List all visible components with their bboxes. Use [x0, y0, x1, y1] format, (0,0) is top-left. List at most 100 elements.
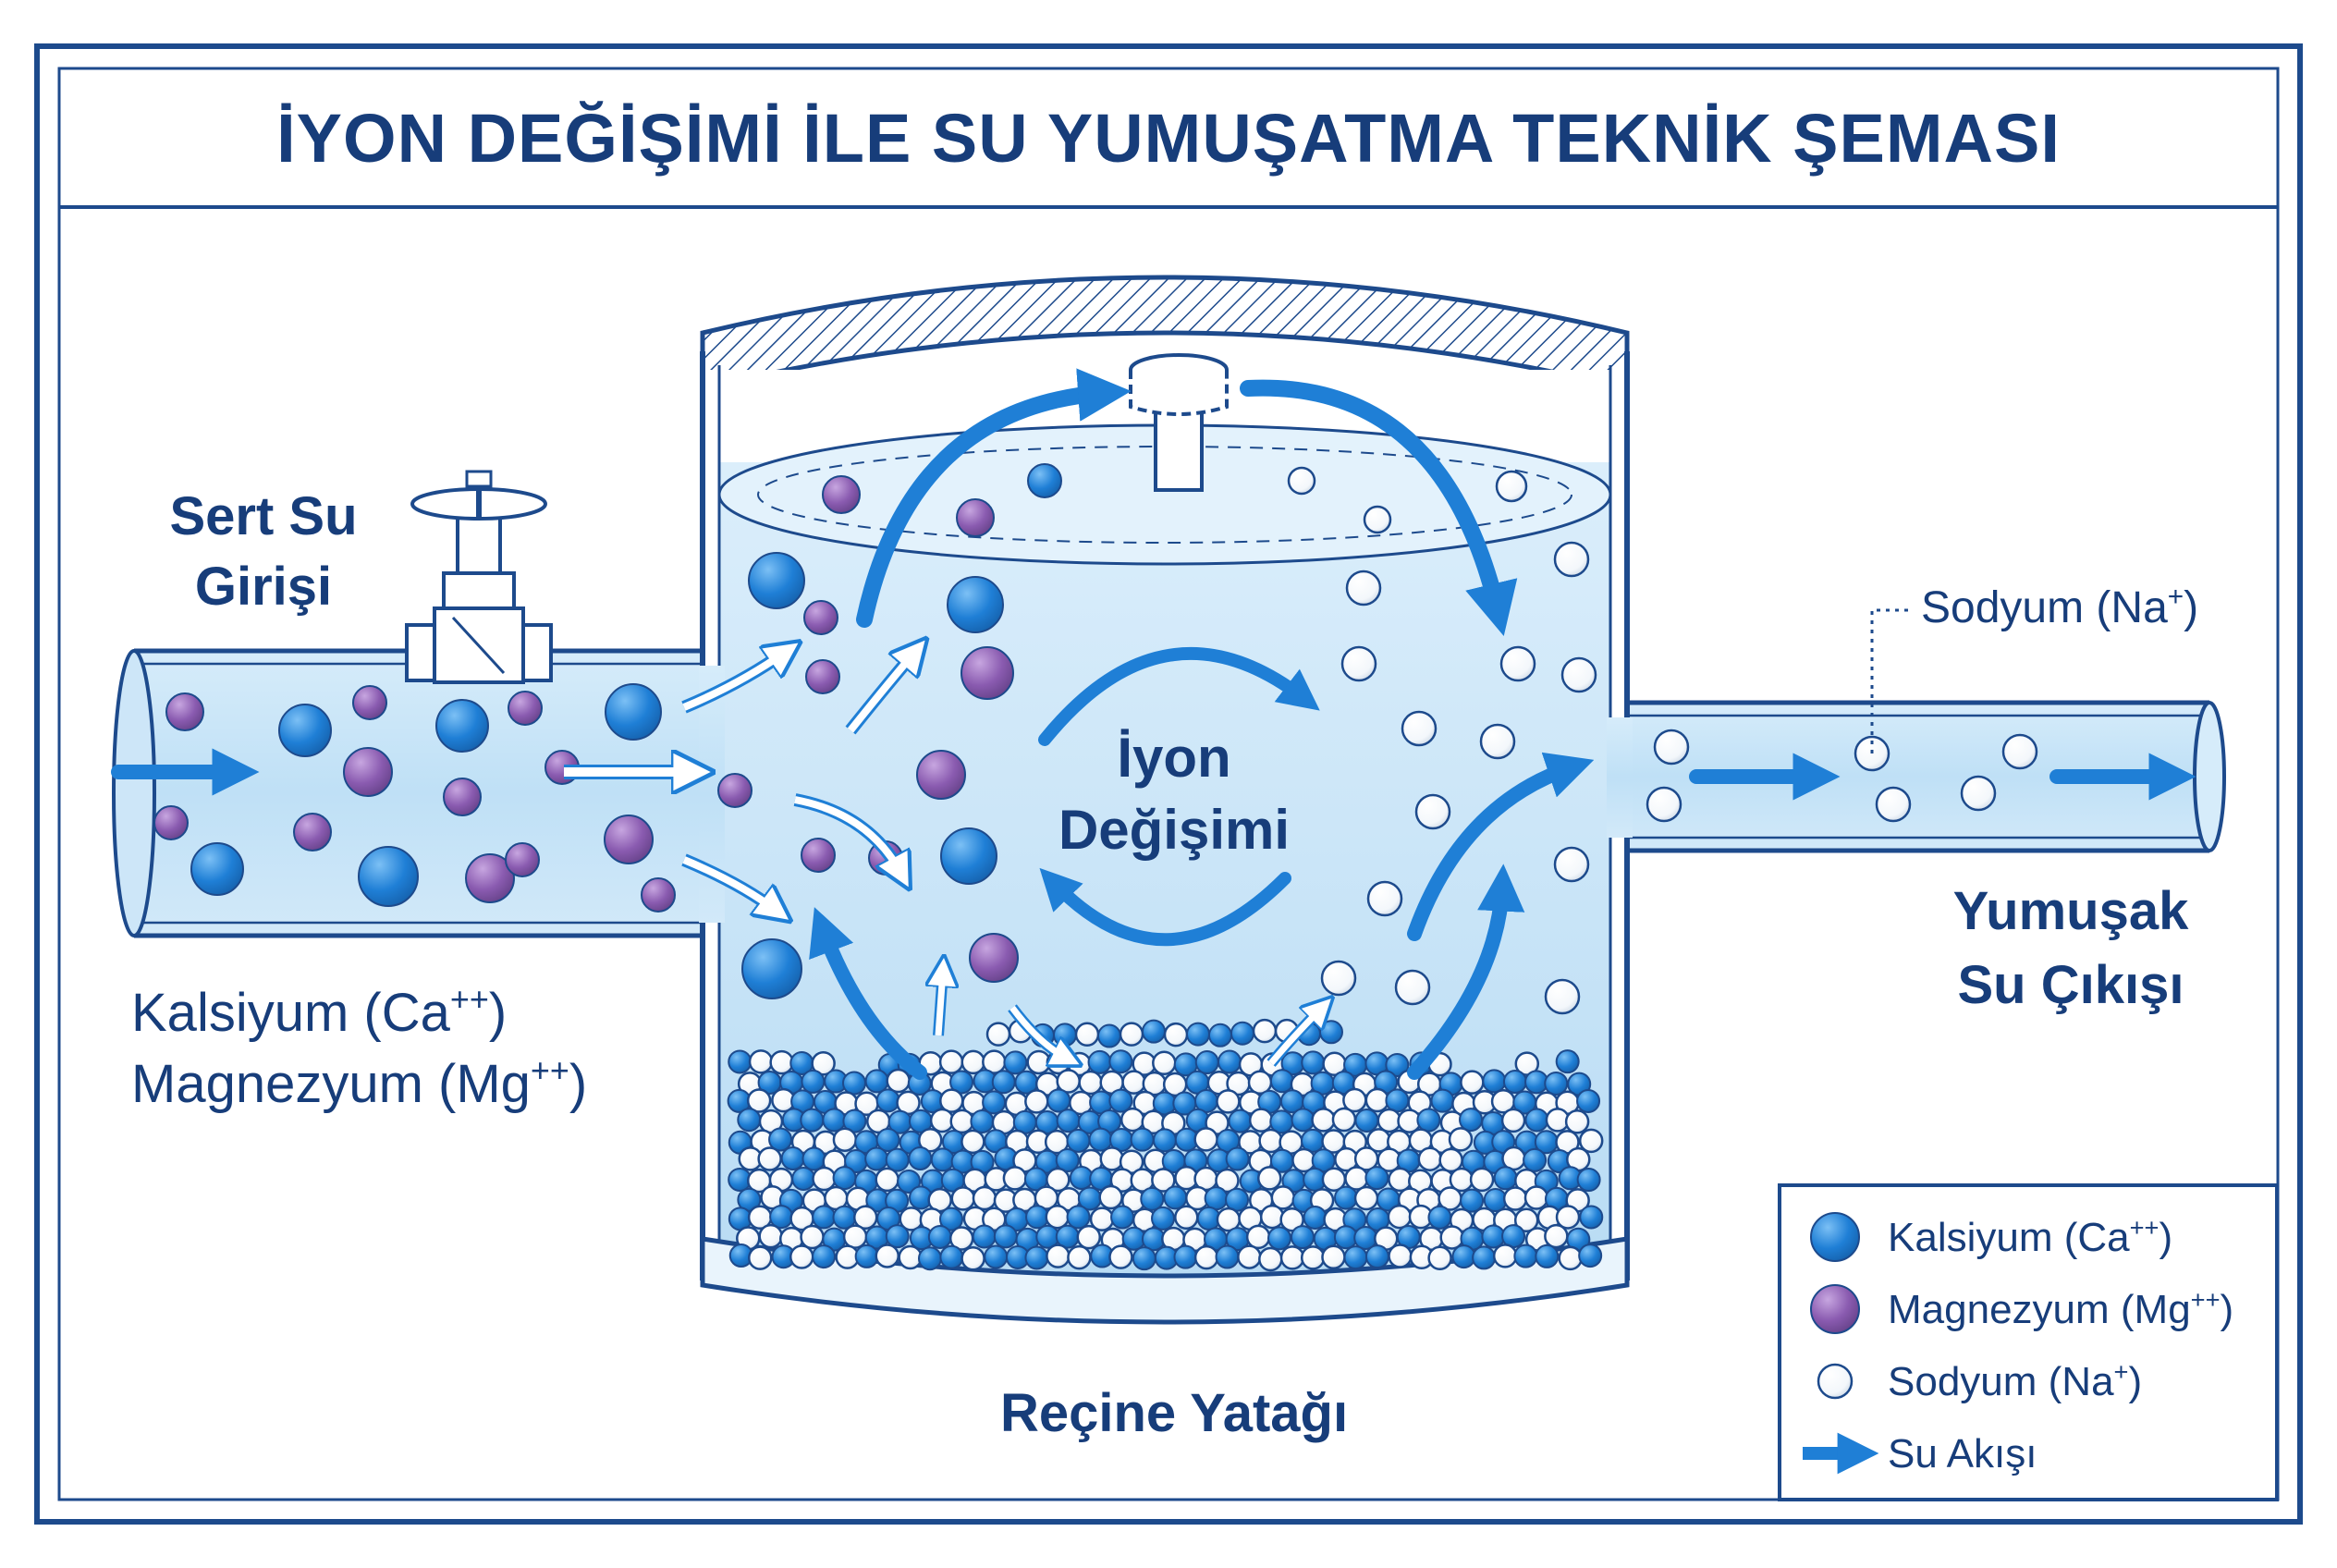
sodium-ion	[938, 1049, 964, 1074]
sodium-ion	[1076, 1224, 1102, 1250]
sodium-ion	[1544, 978, 1581, 1015]
sodium-ion	[1500, 1108, 1526, 1133]
calcium-ion	[1194, 1050, 1219, 1075]
sodium-ion	[1544, 1223, 1569, 1249]
sodium-ion	[1099, 1146, 1125, 1171]
sodium-ion	[1237, 1244, 1262, 1269]
calcium-ion	[1204, 1186, 1229, 1211]
sodium-ion-icon	[1817, 1363, 1854, 1400]
calcium-ion	[812, 1205, 837, 1230]
legend-box	[1778, 1183, 2279, 1501]
calcium-ion	[1142, 1019, 1166, 1044]
outlet-pipe	[1613, 700, 2226, 853]
magnesium-ion-icon	[1810, 1284, 1860, 1334]
sodium-ion	[811, 1050, 836, 1076]
sodium-ion	[1564, 1109, 1590, 1134]
distributor-head	[1129, 353, 1229, 492]
sodium-ion	[1555, 1205, 1581, 1230]
calcium-ion	[737, 1108, 762, 1133]
calcium-ion	[1290, 1225, 1315, 1250]
sodium-ion	[1193, 1244, 1219, 1270]
sodium-ion	[918, 1128, 943, 1153]
sodium-ion	[769, 1049, 794, 1075]
calcium-ion	[728, 1049, 752, 1074]
sodium-callout-label: Sodyum (Na+)	[1921, 582, 2198, 632]
sodium-ion	[1553, 541, 1590, 578]
sodium-ion	[1151, 1168, 1176, 1193]
magnesium-ion	[443, 778, 482, 816]
sodium-ion	[1193, 1127, 1218, 1152]
calcium-ion	[1301, 1050, 1326, 1075]
calcium-ion	[812, 1244, 837, 1269]
calcium-ion	[1555, 1049, 1580, 1074]
sodium-ion	[1098, 1184, 1123, 1210]
calcium-ion	[1416, 1108, 1441, 1133]
sodium-ion	[1321, 1244, 1346, 1270]
calcium-ion	[1354, 1108, 1379, 1133]
calcium-ion	[1451, 1244, 1476, 1269]
sodium-ion	[812, 1166, 837, 1192]
magnesium-ion	[508, 691, 543, 726]
calcium-ion	[1430, 1088, 1455, 1113]
magnesium-ion	[293, 813, 332, 851]
sodium-ion	[1427, 1245, 1452, 1271]
calcium-ion	[780, 1146, 805, 1171]
calcium-ion	[1208, 1023, 1232, 1047]
magnesium-ion	[916, 750, 966, 800]
calcium-ion	[1152, 1128, 1177, 1153]
calcium-ion	[1269, 1069, 1294, 1094]
calcium-ion	[1364, 1166, 1389, 1191]
calcium-ion	[605, 683, 662, 741]
calcium-ion	[1267, 1226, 1292, 1251]
calcium-ion	[278, 704, 332, 757]
inner-frame	[57, 67, 2280, 1501]
sodium-ion	[1174, 1205, 1199, 1231]
calcium-ion	[940, 827, 997, 885]
magnesium-ion	[165, 692, 204, 731]
sodium-ion	[832, 1127, 858, 1152]
sodium-ion	[1002, 1166, 1028, 1191]
magnesium-ion	[969, 933, 1019, 983]
sodium-ion	[1258, 1246, 1283, 1272]
sodium-ion	[1960, 775, 1997, 812]
calcium-ion	[1427, 1205, 1452, 1230]
calcium-ion	[1481, 1224, 1506, 1249]
sodium-ion	[1279, 1207, 1304, 1232]
sodium-ion	[1653, 729, 1690, 766]
sodium-ion	[746, 1088, 772, 1113]
sodium-ion	[1439, 1225, 1464, 1250]
sodium-ion	[1387, 1204, 1413, 1230]
magnesium-ion	[717, 773, 752, 808]
sodium-ion	[757, 1146, 782, 1171]
ion-exchange-label-line1: İyon	[1117, 727, 1230, 789]
calcium-ion	[1513, 1243, 1538, 1268]
calcium-label: Kalsiyum (Ca++)	[131, 980, 507, 1043]
sodium-ion	[1340, 645, 1377, 682]
sodium-ion	[949, 1109, 974, 1134]
outlet-label-line1: Yumuşak	[1953, 881, 2189, 941]
legend: Kalsiyum (Ca++) Magnezyum (Mg++) Sodyum …	[1778, 1183, 2279, 1501]
calcium-ion	[358, 846, 419, 907]
sodium-ion	[747, 1245, 773, 1270]
sodium-ion	[1078, 1070, 1103, 1096]
sodium-ion	[1258, 1128, 1283, 1154]
sodium-ion	[748, 1049, 774, 1074]
sodium-ion	[1363, 505, 1392, 534]
calcium-ion	[1151, 1206, 1176, 1231]
inlet-label-line1: Sert Su	[169, 486, 357, 546]
calcium-ion	[1472, 1245, 1497, 1270]
sodium-ion	[1417, 1146, 1443, 1171]
sodium-ion	[1523, 1185, 1549, 1210]
magnesium-ion	[956, 498, 995, 537]
calcium-ion	[1225, 1146, 1250, 1171]
calcium-ion	[1579, 1205, 1604, 1230]
sodium-ion	[1558, 1245, 1583, 1271]
calcium-ion	[435, 699, 489, 753]
sodium-ion	[1560, 656, 1597, 693]
sodium-ion	[1120, 1107, 1145, 1133]
calcium-ion	[1025, 1205, 1050, 1230]
calcium-ion	[1027, 463, 1062, 498]
sodium-ion	[1257, 1166, 1282, 1191]
sodium-ion	[1287, 466, 1316, 496]
